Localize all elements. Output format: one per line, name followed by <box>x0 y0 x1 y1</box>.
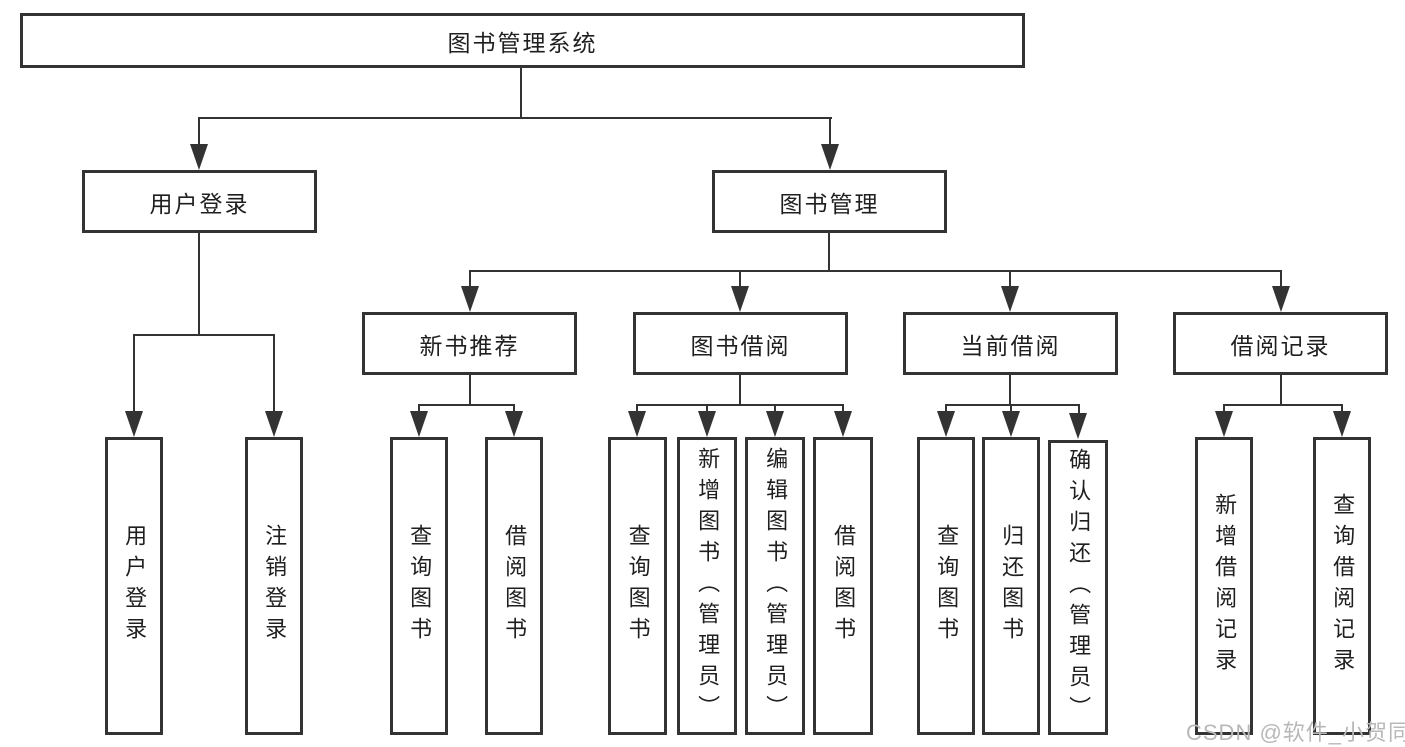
node-root: 图书管理系统 <box>20 13 1025 68</box>
arrow-down <box>1272 286 1290 312</box>
node-book-borrowing-label: 图书借阅 <box>690 332 791 359</box>
connector-line <box>133 334 275 336</box>
connector-line <box>273 334 275 413</box>
node-book-management-label: 图书管理 <box>779 190 880 217</box>
connector-line <box>198 233 200 335</box>
node-borrow-records-label: 借阅记录 <box>1230 332 1331 359</box>
leaf-nbr-borrow-books-label: 借阅图书 <box>502 524 528 648</box>
leaf-nbr-query-books-label: 查询图书 <box>407 524 433 648</box>
arrow-down <box>125 411 143 437</box>
leaf-bb-edit-books-admin-label: 编辑图书（管理员） <box>763 446 789 726</box>
csdn-watermark: CSDN @软件_小贺同学 <box>1186 720 1405 745</box>
node-book-management: 图书管理 <box>712 170 947 233</box>
leaf-bb-add-books-admin: 新增图书（管理员） <box>677 437 737 735</box>
node-borrow-records: 借阅记录 <box>1173 312 1388 375</box>
leaf-cb-return-books-label: 归还图书 <box>999 524 1025 648</box>
leaf-logout-label: 注销登录 <box>262 524 288 648</box>
connector-line <box>1010 404 1012 413</box>
node-current-borrowing: 当前借阅 <box>903 312 1118 375</box>
connector-line <box>1009 270 1011 288</box>
connector-line <box>1280 375 1282 406</box>
arrow-down <box>1215 411 1233 437</box>
leaf-nbr-query-books: 查询图书 <box>390 437 448 735</box>
arrow-down <box>461 286 479 312</box>
arrow-down <box>834 411 852 437</box>
leaf-br-query-record: 查询借阅记录 <box>1313 437 1371 735</box>
connector-line <box>829 117 831 146</box>
leaf-cb-confirm-return-admin: 确认归还（管理员） <box>1048 440 1108 735</box>
arrow-down <box>265 411 283 437</box>
node-user-login: 用户登录 <box>82 170 317 233</box>
leaf-user-login: 用户登录 <box>105 437 163 735</box>
leaf-user-login-label: 用户登录 <box>122 524 148 648</box>
leaf-cb-confirm-return-admin-label: 确认归还（管理员） <box>1066 448 1092 727</box>
arrow-down <box>731 286 749 312</box>
connector-line <box>706 404 708 413</box>
arrow-down <box>698 411 716 437</box>
node-user-login-label: 用户登录 <box>149 190 250 217</box>
arrow-down <box>766 411 784 437</box>
connector-line <box>636 404 638 413</box>
connector-line <box>828 233 830 272</box>
connector-line <box>469 270 1282 272</box>
arrow-down <box>505 411 523 437</box>
connector-line <box>1078 404 1080 413</box>
connector-line <box>513 404 515 413</box>
arrow-down <box>190 144 208 170</box>
connector-line <box>636 404 844 406</box>
connector-line <box>774 404 776 413</box>
connector-line <box>418 404 420 413</box>
connector-line <box>945 404 1080 406</box>
node-current-borrowing-label: 当前借阅 <box>960 332 1061 359</box>
arrow-down <box>937 411 955 437</box>
leaf-bb-edit-books-admin: 编辑图书（管理员） <box>745 437 805 735</box>
leaf-bb-query-books-label: 查询图书 <box>625 524 651 648</box>
connector-line <box>1223 404 1343 406</box>
node-new-book-recommend: 新书推荐 <box>362 312 577 375</box>
arrow-down <box>628 411 646 437</box>
node-new-book-recommend-label: 新书推荐 <box>419 332 520 359</box>
leaf-bb-borrow-books: 借阅图书 <box>813 437 873 735</box>
arrow-down <box>410 411 428 437</box>
connector-line <box>198 117 832 119</box>
arrow-down <box>1333 411 1351 437</box>
connector-line <box>520 68 522 119</box>
connector-line <box>739 270 741 288</box>
leaf-br-add-record: 新增借阅记录 <box>1195 437 1253 735</box>
leaf-br-query-record-label: 查询借阅记录 <box>1330 493 1356 679</box>
node-book-borrowing: 图书借阅 <box>633 312 848 375</box>
leaf-bb-query-books: 查询图书 <box>608 437 667 735</box>
connector-line <box>1280 270 1282 288</box>
connector-line <box>1341 404 1343 413</box>
connector-line <box>198 117 200 146</box>
connector-line <box>418 404 515 406</box>
leaf-nbr-borrow-books: 借阅图书 <box>485 437 543 735</box>
connector-line <box>945 404 947 413</box>
leaf-cb-query-books: 查询图书 <box>917 437 975 735</box>
connector-line <box>842 404 844 413</box>
arrow-down <box>1002 411 1020 437</box>
connector-line <box>133 334 135 413</box>
leaf-bb-add-books-admin-label: 新增图书（管理员） <box>695 446 721 726</box>
connector-line <box>1009 375 1011 406</box>
arrow-down <box>1001 286 1019 312</box>
connector-line <box>469 270 471 288</box>
connector-line <box>1223 404 1225 413</box>
leaf-logout: 注销登录 <box>245 437 303 735</box>
leaf-br-add-record-label: 新增借阅记录 <box>1212 493 1238 679</box>
arrow-down <box>1069 413 1087 439</box>
node-root-label: 图书管理系统 <box>447 29 598 56</box>
leaf-bb-borrow-books-label: 借阅图书 <box>831 524 857 648</box>
connector-line <box>739 375 741 406</box>
arrow-down <box>821 144 839 170</box>
connector-line <box>469 375 471 406</box>
leaf-cb-return-books: 归还图书 <box>982 437 1040 735</box>
leaf-cb-query-books-label: 查询图书 <box>934 524 960 648</box>
